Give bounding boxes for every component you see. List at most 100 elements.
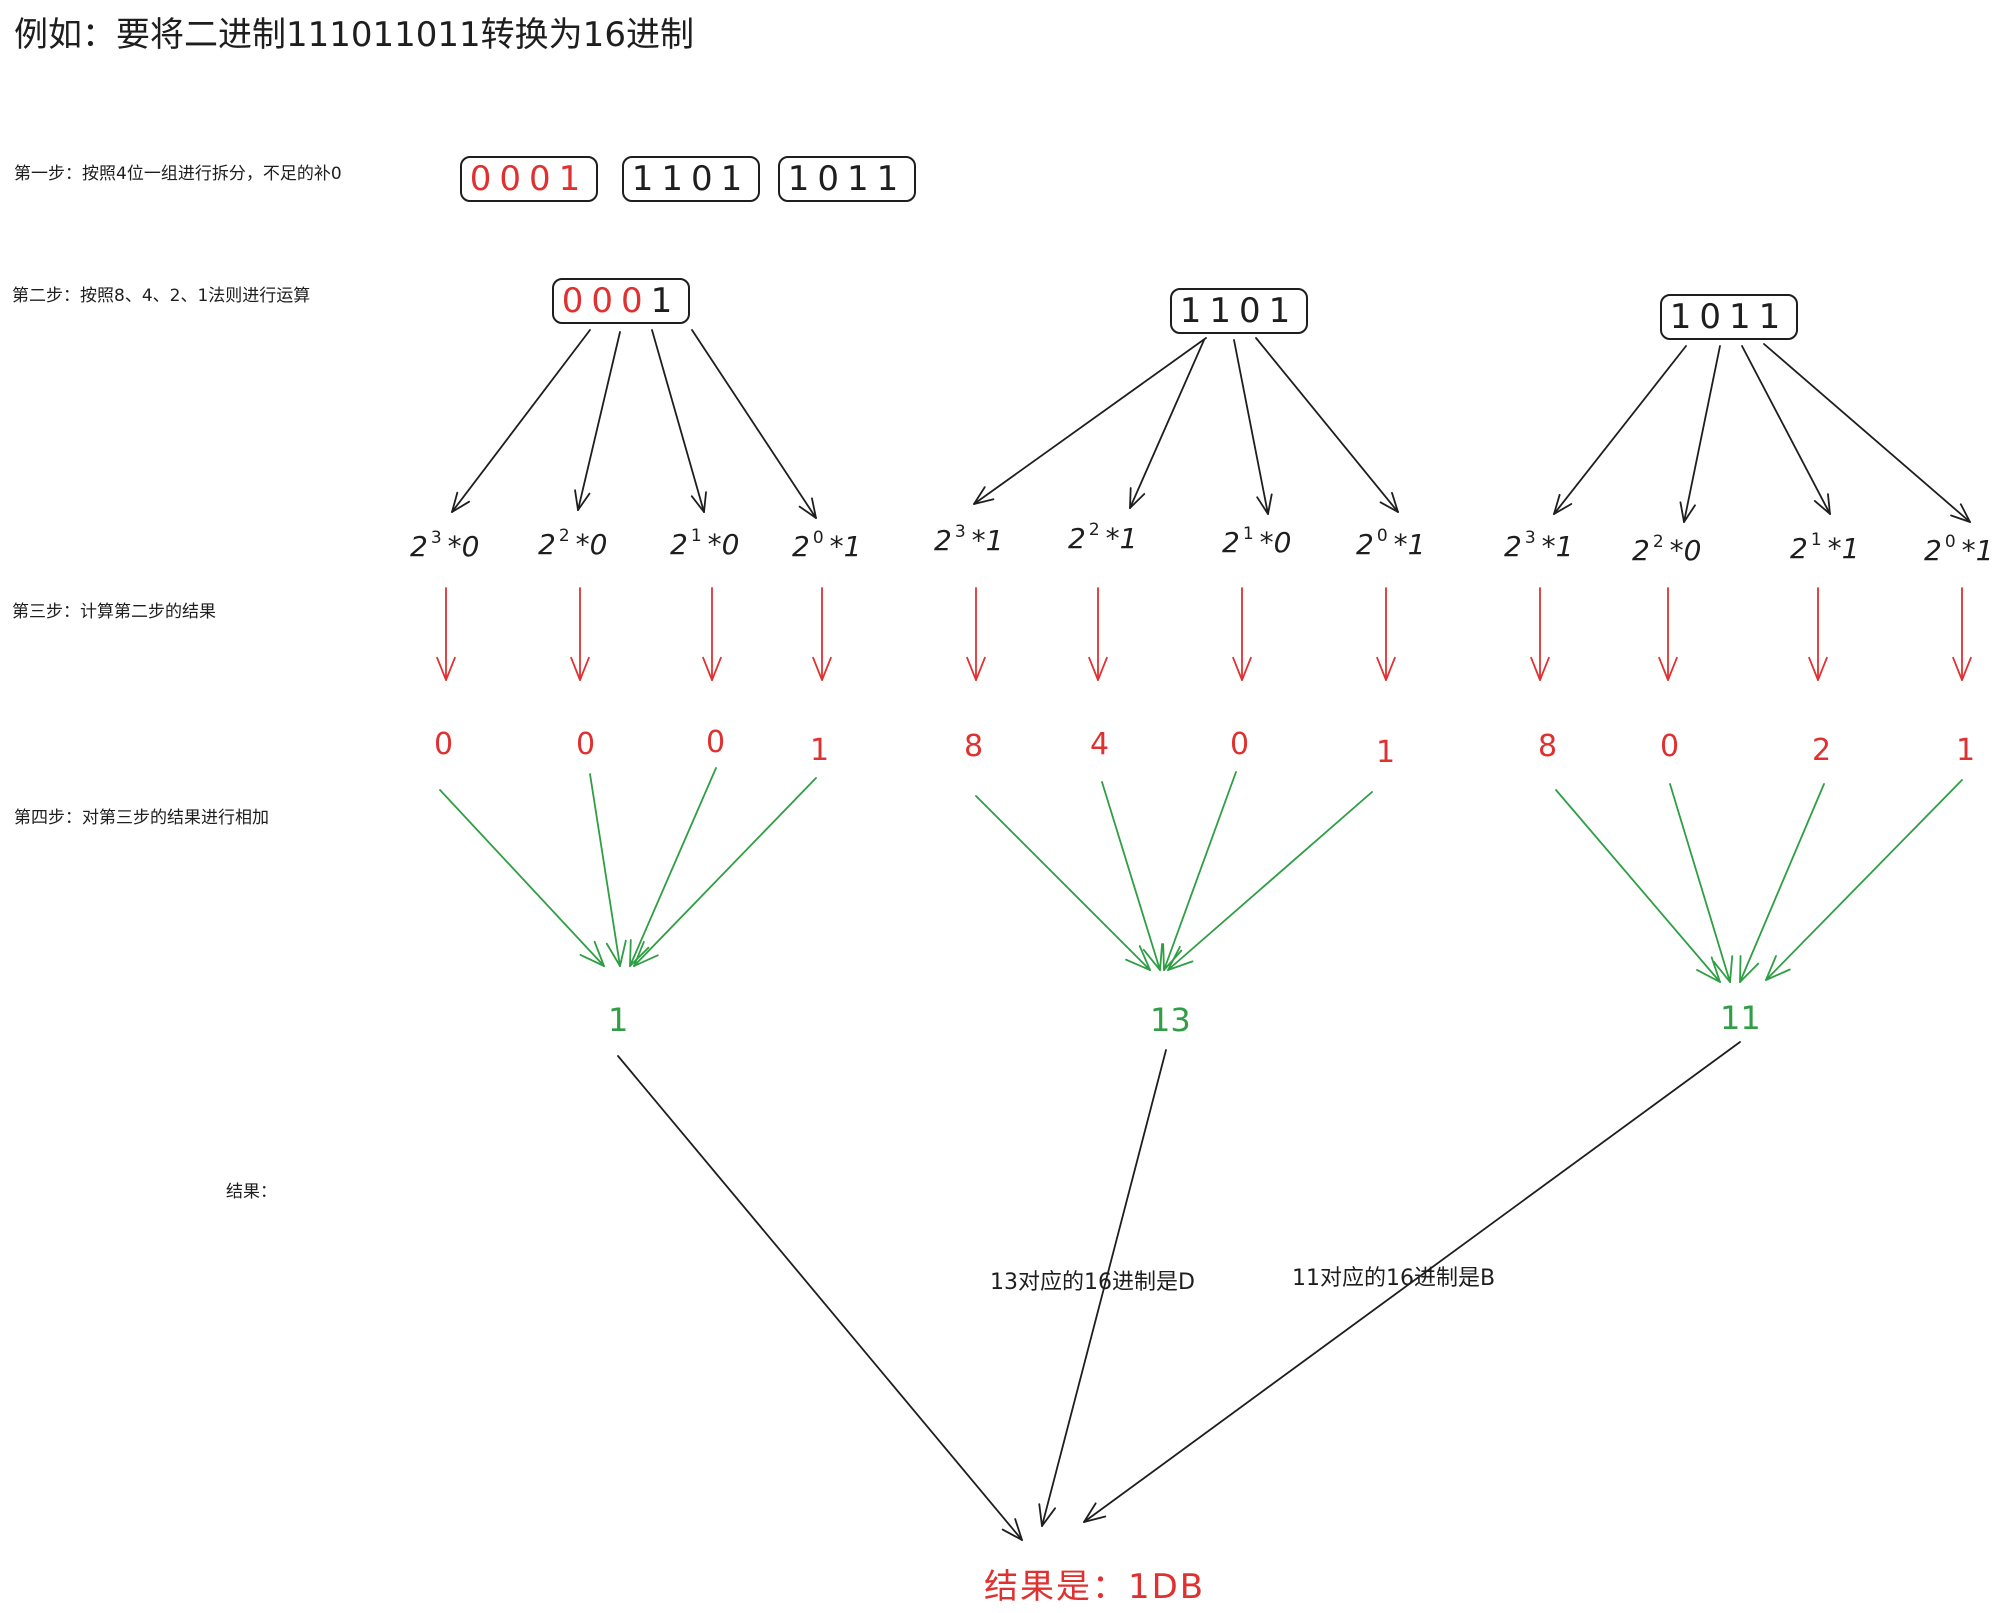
arrow-g2-term-1 — [1129, 339, 1205, 509]
arrow-g2-term-2 — [1233, 339, 1273, 515]
step-5-label: 结果： — [226, 1182, 277, 1202]
term-multiplier: *1 — [1541, 530, 1574, 563]
arrow-g1-term-1 — [574, 331, 621, 511]
arrow-g2-sum-0 — [975, 795, 1151, 971]
term-base: 2 — [1924, 534, 1942, 567]
arrow-value-2 — [702, 587, 722, 681]
term-base: 2 — [1222, 526, 1240, 559]
arrow-g3-sum-3 — [1765, 779, 1963, 981]
term-multiplier: *1 — [1827, 532, 1860, 565]
value-g2-0: 8 — [964, 729, 984, 764]
arrow-g3-sum-0 — [1555, 789, 1721, 983]
term-multiplier: *0 — [447, 530, 480, 563]
page-title: 例如：要将二进制111011011转换为16进制 — [14, 15, 694, 55]
term-base: 2 — [538, 528, 556, 561]
value-g3-1: 0 — [1660, 729, 1680, 764]
term-base: 2 — [1504, 530, 1522, 563]
step-3-label: 第三步：计算第二步的结果 — [12, 602, 216, 622]
arrow-g1-term-3 — [691, 329, 817, 519]
arrow-value-5 — [1088, 587, 1108, 681]
final-result: 结果是：1DB — [984, 1567, 1206, 1607]
term-base: 2 — [934, 524, 952, 557]
arrow-g1-sum-2 — [629, 767, 717, 967]
arrow-result-1 — [617, 1055, 1023, 1541]
arrow-g3-sum-2 — [1739, 783, 1825, 983]
term-exponent: 2 — [1088, 520, 1100, 540]
group-1-bit: 1 — [558, 159, 589, 199]
padding-zeros: 000 — [469, 159, 559, 199]
term-exponent: 3 — [1524, 528, 1536, 548]
value-g1-2: 0 — [706, 725, 726, 760]
hex-note-13: 13对应的16进制是D — [990, 1270, 1195, 1295]
value-g1-1: 0 — [576, 727, 596, 762]
value-g3-2: 2 — [1812, 733, 1832, 768]
value-g2-2: 0 — [1230, 727, 1250, 762]
term-exponent: 2 — [558, 526, 570, 546]
arrow-value-0 — [436, 587, 456, 681]
arrow-value-4 — [966, 587, 986, 681]
arrow-value-1 — [570, 587, 590, 681]
group-1-last-bit: 1 — [650, 281, 681, 321]
arrow-g3-term-0 — [1553, 345, 1687, 515]
arrow-g1-sum-3 — [633, 777, 817, 967]
sum-group-1: 1 — [608, 1001, 629, 1039]
arrow-g2-sum-2 — [1162, 771, 1237, 971]
split-group-3: 1011 — [778, 156, 916, 202]
arrow-g1-sum-0 — [439, 789, 605, 967]
value-g3-3: 1 — [1956, 733, 1976, 768]
arrow-result-3 — [1083, 1041, 1741, 1523]
arrow-g2-term-0 — [973, 337, 1207, 505]
value-g1-0: 0 — [434, 727, 454, 762]
arrow-g3-term-1 — [1679, 345, 1721, 523]
arrow-value-8 — [1530, 587, 1550, 681]
term-multiplier: *0 — [575, 528, 608, 561]
arrow-value-9 — [1658, 587, 1678, 681]
term-multiplier: *1 — [829, 530, 862, 563]
sum-group-3: 11 — [1720, 999, 1761, 1037]
term-base: 2 — [1632, 534, 1650, 567]
arrow-value-3 — [812, 587, 832, 681]
term-base: 2 — [1356, 528, 1374, 561]
term-base: 2 — [792, 530, 810, 563]
term-base: 2 — [410, 530, 428, 563]
value-g3-0: 8 — [1538, 729, 1558, 764]
arrow-value-7 — [1376, 587, 1396, 681]
arrow-value-10 — [1808, 587, 1828, 681]
term-base: 2 — [1068, 522, 1086, 555]
term-exponent: 3 — [430, 528, 442, 548]
split-group-2: 1101 — [622, 156, 760, 202]
group-2-box-bits: 1101 — [1179, 291, 1299, 331]
group-1-pad: 000 — [561, 281, 651, 321]
group-3-box: 1011 — [1660, 294, 1798, 340]
step-2-label: 第二步：按照8、4、2、1法则进行运算 — [12, 286, 311, 306]
arrow-g3-term-2 — [1741, 345, 1831, 515]
arrow-result-2 — [1038, 1049, 1167, 1527]
term-exponent: 0 — [1944, 532, 1956, 552]
term-multiplier: *1 — [971, 524, 1004, 557]
group-2-box: 1101 — [1170, 288, 1308, 334]
term-exponent: 1 — [1242, 524, 1254, 544]
term-multiplier: *1 — [1393, 528, 1426, 561]
term-exponent: 0 — [812, 528, 824, 548]
arrow-g1-term-0 — [451, 329, 591, 513]
group-3-bits: 1011 — [787, 159, 907, 199]
value-g2-1: 4 — [1090, 727, 1110, 762]
term-multiplier: *1 — [1105, 522, 1138, 555]
term-base: 2 — [1790, 532, 1808, 565]
term-exponent: 3 — [954, 522, 966, 542]
arrow-g1-sum-1 — [589, 773, 627, 967]
arrow-value-6 — [1232, 587, 1252, 681]
term-multiplier: *1 — [1961, 534, 1994, 567]
group-3-box-bits: 1011 — [1669, 297, 1789, 337]
